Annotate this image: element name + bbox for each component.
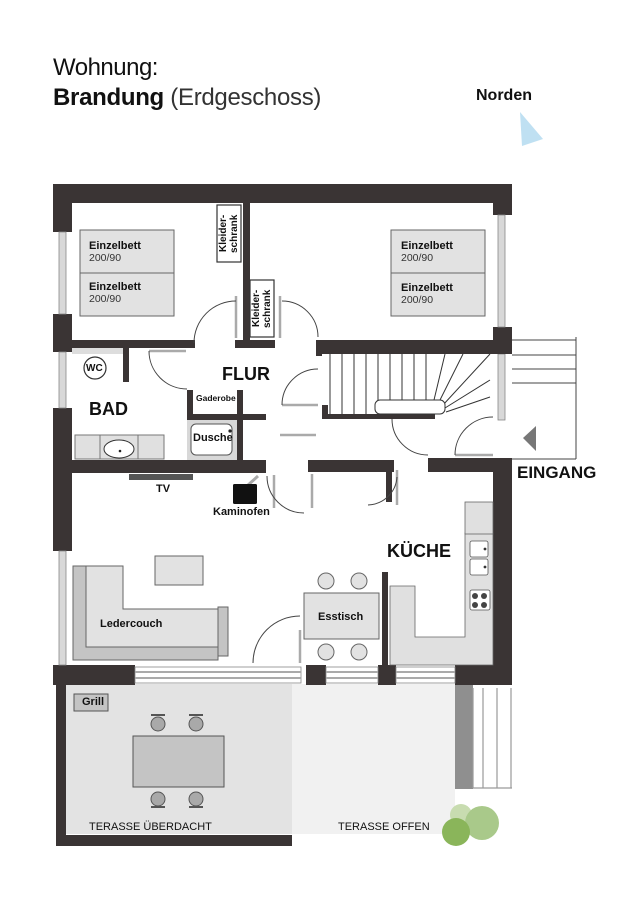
terrace-covered-label: TERASSE ÜBERDACHT [89, 821, 212, 833]
dining-chairs [317, 572, 368, 661]
terrace-step-dark [455, 685, 473, 789]
terrace-wall [56, 684, 66, 846]
terrace-open-label: TERASSE OFFEN [338, 821, 430, 833]
plan-title-line1: Wohnung: [53, 54, 158, 81]
dining-table [303, 592, 380, 640]
door-frames [149, 296, 493, 663]
terrace-open-area [292, 684, 455, 834]
entrance-arrow-icon [523, 426, 536, 451]
grill-label: Grill [82, 696, 105, 708]
tv [129, 474, 193, 480]
bad-shelf [72, 348, 123, 354]
stove-icon [233, 484, 257, 504]
terrace-wall [56, 835, 292, 846]
kitchen-counter-top [464, 501, 494, 535]
apartment-name: Brandung [53, 84, 164, 111]
washbasin-icon [103, 439, 135, 459]
staircase [329, 353, 491, 415]
room-label-kueche: KÜCHE [387, 541, 452, 561]
plants-icon [442, 804, 499, 846]
wc-icon [83, 356, 107, 380]
gaderobe-label: Gaderobe [196, 393, 236, 403]
terrace-table [132, 735, 225, 788]
north-arrow-icon [520, 112, 543, 146]
terrace-steps [472, 688, 512, 789]
door-swings [148, 300, 494, 664]
room-label-flur: FLUR [222, 364, 270, 384]
beds [79, 229, 486, 317]
entrance-steps [512, 337, 577, 460]
wardrobe-label: Kleider- schrank [251, 289, 273, 328]
north-label: Norden [476, 87, 532, 104]
wardrobe-left [216, 204, 242, 263]
wardrobe-label: Kleider- schrank [218, 214, 240, 253]
sink-icon [469, 540, 489, 558]
shower-label: Dusche [193, 432, 233, 444]
wc-label: WC [86, 363, 103, 374]
floor-name: (Erdgeschoss) [170, 84, 322, 111]
tv-label: TV [156, 483, 171, 495]
room-label-eingang: EINGANG [517, 463, 597, 482]
plan-title-line2: Brandung (Erdgeschoss) [53, 84, 321, 112]
shower-icon [190, 423, 233, 456]
stove-label: Kaminofen [213, 506, 270, 518]
grill [73, 693, 109, 712]
dining-table-label: Esstisch [318, 611, 364, 623]
windows [53, 214, 512, 684]
terrace-chairs [150, 716, 204, 807]
wardrobe-center [249, 279, 275, 338]
coffee-table [154, 555, 204, 586]
room-label-bad: BAD [89, 399, 128, 419]
couch-label: Ledercouch [100, 618, 163, 630]
interior-walls [53, 203, 512, 668]
